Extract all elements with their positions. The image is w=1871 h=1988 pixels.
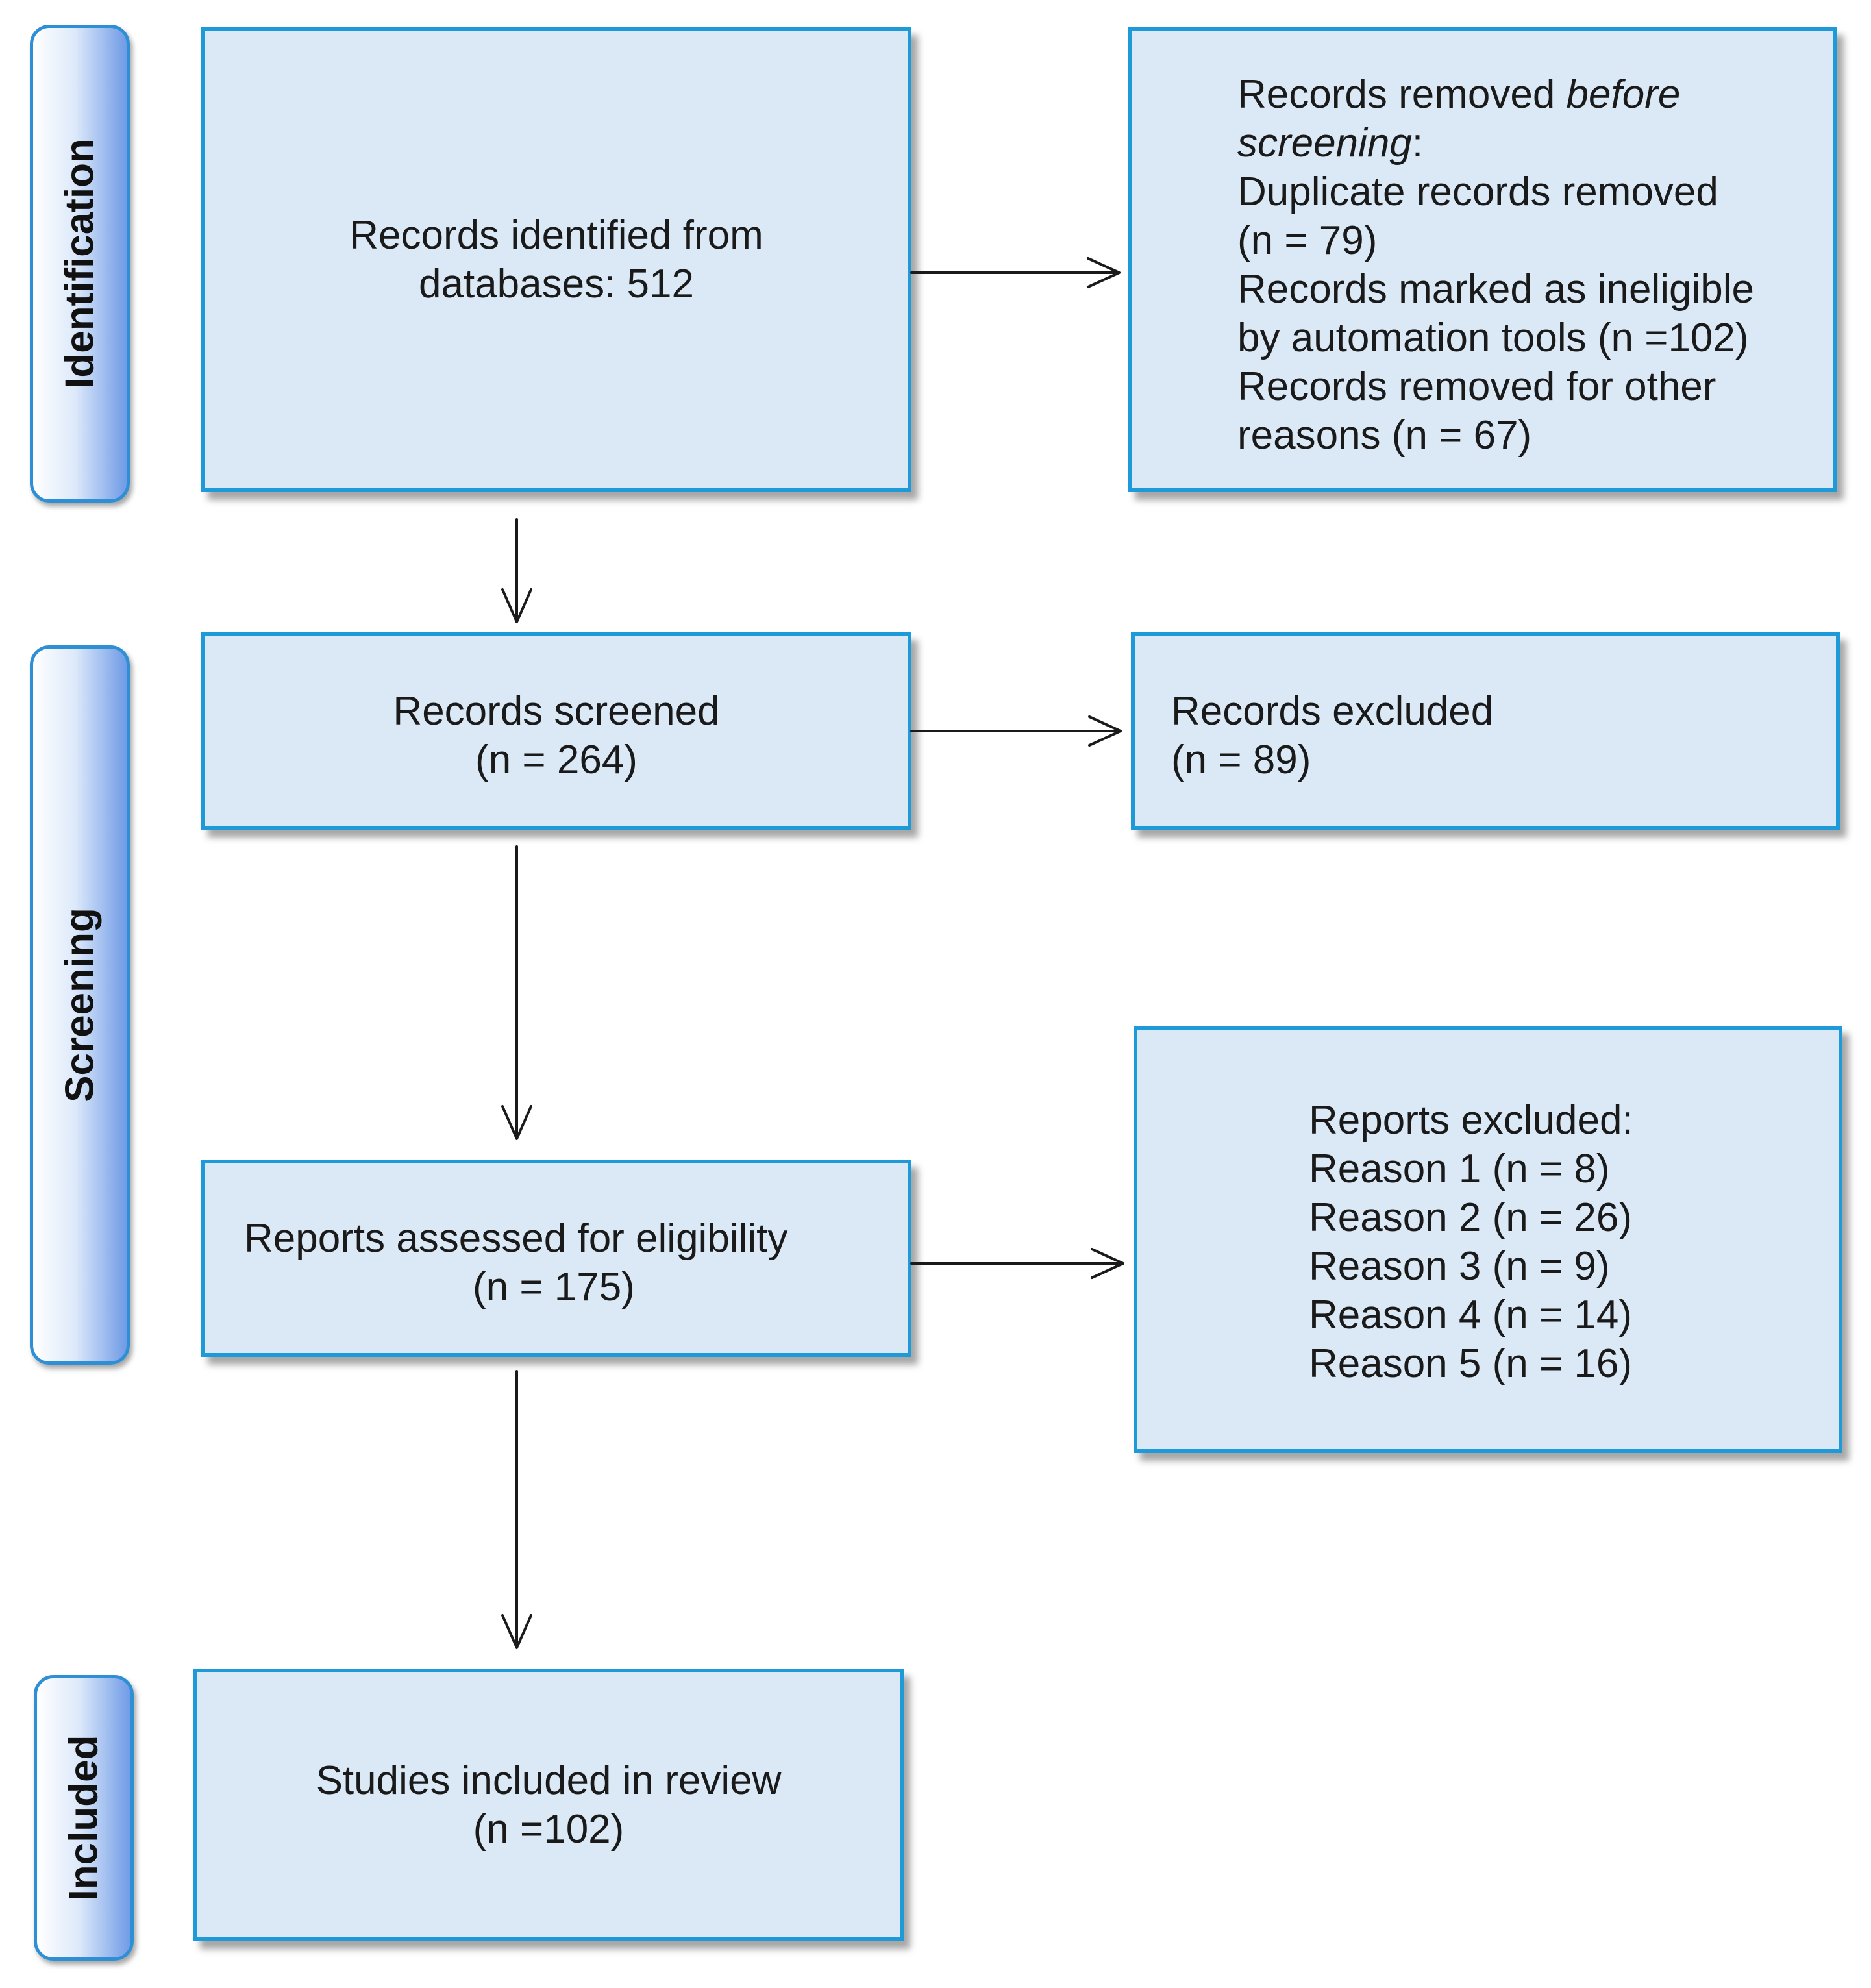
records-screened-line1: Records screened [393,689,720,734]
reports-excluded-reason3: Reason 3 (n = 9) [1309,1244,1610,1289]
phase-included: Included [34,1675,134,1961]
records-removed-line1-text: Records removed [1237,72,1567,117]
records-removed-line8: reasons (n = 67) [1237,413,1532,458]
studies-included-line2: (n =102) [473,1807,625,1852]
arrow-screened-to-assessed [501,845,532,1140]
reports-assessed-line1: Reports assessed for eligibility [244,1216,788,1261]
arrow-identified-to-screened [501,518,532,623]
records-removed-line3: Duplicate records removed [1237,169,1718,214]
phase-identification: Identification [30,25,130,503]
records-screened-box: Records screened (n = 264) [201,632,911,830]
studies-included-line1: Studies included in review [316,1758,782,1803]
records-removed-before-emphasis: before [1566,72,1681,117]
records-identified-line1: Records identified from [349,213,763,258]
arrow-assessed-to-reports-excluded [910,1248,1124,1279]
records-removed-line2: screening: [1237,119,1833,168]
arrow-identified-to-removed [910,257,1121,288]
arrow-assessed-to-included [501,1370,532,1649]
reports-assessed-line2: (n = 175) [473,1265,635,1310]
records-removed-line4: (n = 79) [1237,218,1378,263]
studies-included-box: Studies included in review (n =102) [193,1669,904,1941]
records-identified-line2: databases: 512 [418,262,694,306]
records-removed-line5: Records marked as ineligible [1237,267,1755,312]
records-removed-line6: by automation tools (n =102) [1237,316,1749,360]
records-removed-line1: Records removed before [1237,70,1833,119]
reports-excluded-box: Reports excluded: Reason 1 (n = 8) Reaso… [1134,1026,1842,1453]
phase-screening: Screening [30,645,130,1365]
arrow-screened-to-excluded [910,715,1122,747]
records-screened-line2: (n = 264) [475,738,638,782]
reports-excluded-reason4: Reason 4 (n = 14) [1309,1293,1633,1337]
reports-assessed-box: Reports assessed for eligibility (n = 17… [201,1160,911,1357]
records-identified-box: Records identified from databases: 512 [201,27,911,492]
reports-excluded-reason2: Reason 2 (n = 26) [1309,1195,1633,1240]
reports-excluded-reason5: Reason 5 (n = 16) [1309,1341,1633,1386]
records-removed-line7: Records removed for other [1237,364,1716,409]
records-removed-box: Records removed before screening: Duplic… [1128,27,1837,492]
records-removed-colon: : [1411,121,1424,166]
records-removed-screening-emphasis: screening [1237,121,1412,166]
records-excluded-box: Records excluded (n = 89) [1131,632,1840,830]
records-excluded-line1: Records excluded [1171,689,1494,734]
records-excluded-line2: (n = 89) [1171,738,1311,782]
reports-excluded-reason1: Reason 1 (n = 8) [1309,1147,1610,1191]
reports-excluded-line1: Reports excluded: [1309,1098,1633,1143]
